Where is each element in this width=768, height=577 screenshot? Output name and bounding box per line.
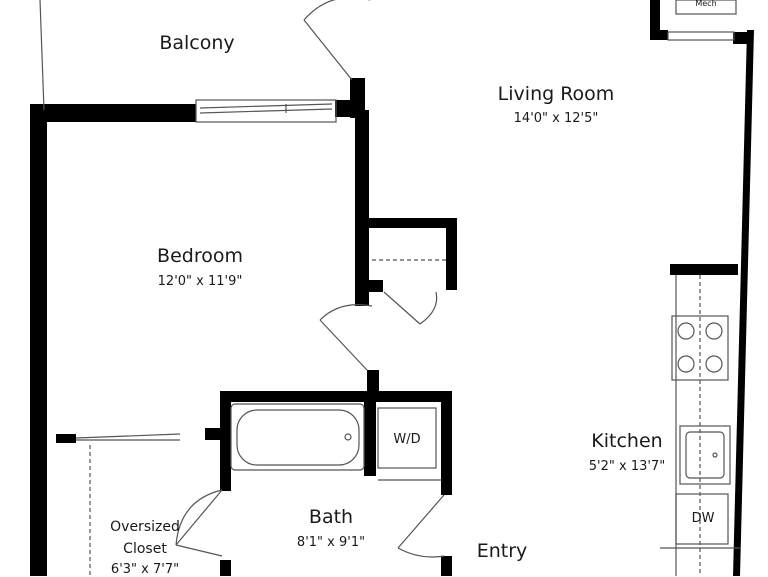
kitchen-sink: [679, 425, 731, 485]
wall-kitchen-top: [670, 264, 738, 275]
wall-bath-top: [220, 391, 452, 402]
bedroom-dims: 12'0" x 11'9": [157, 274, 243, 289]
thin-lines: [39, 0, 740, 576]
wall-closet-top: [369, 218, 457, 228]
wall-closet-left: [365, 280, 383, 292]
wall-bath-left: [220, 391, 231, 491]
bedroom-label: Bedroom: [157, 245, 243, 267]
wall-bath-pier: [367, 370, 379, 394]
dishwasher-box: [675, 493, 729, 545]
walls: [30, 0, 754, 576]
bath-dims: 8'1" x 9'1": [296, 535, 366, 550]
bath-label: Bath: [308, 506, 354, 528]
bath-left-door-swing: [175, 489, 223, 546]
wall-bedroom-top-left: [30, 104, 196, 122]
closet-label-line1: Oversized: [110, 519, 180, 535]
wall-bath-bottom-right: [441, 556, 452, 576]
living-room-dims: 14'0" x 12'5": [513, 111, 599, 126]
closet-label-line2: Closet: [123, 541, 167, 557]
wall-mech-bottom-left: [650, 30, 668, 40]
living-room-label: Living Room: [497, 83, 615, 105]
wall-closet-stub: [56, 434, 76, 443]
mech-window: [667, 31, 735, 41]
bathtub: [230, 403, 365, 471]
washer-dryer-label: W/D: [393, 432, 421, 447]
mech-label: Mech: [695, 0, 717, 8]
wall-mech-left: [650, 0, 660, 40]
bath-right-door-swing: [397, 494, 445, 558]
tub-drain: [344, 433, 352, 441]
balcony-rail: [39, 0, 45, 111]
wall-closet-right: [446, 218, 457, 290]
balcony-door-swing: [303, 0, 370, 81]
wall-bedroom-living: [355, 110, 369, 306]
wall-bath-left-stub: [205, 428, 223, 440]
wall-bath-right: [441, 391, 452, 495]
closet-rod: [75, 433, 181, 439]
bedroom-window: [195, 99, 337, 123]
closet-dims: 6'3" x 7'7": [110, 562, 180, 577]
washer-dryer-box: [377, 407, 437, 469]
closet-door-swing: [383, 291, 438, 325]
stove: [671, 315, 729, 381]
kitchen-label: Kitchen: [591, 430, 663, 452]
balcony-label: Balcony: [159, 32, 235, 54]
wall-bath-bottom-left: [220, 560, 231, 576]
bedroom-door-swing: [319, 304, 373, 371]
wall-balcony-pier: [350, 78, 365, 118]
mech-unit: [675, 0, 737, 15]
wall-mech-bottom-right: [733, 32, 747, 44]
kitchen-dims: 5'2" x 13'7": [588, 459, 666, 474]
dishwasher-label: DW: [691, 511, 715, 526]
entry-label: Entry: [476, 540, 528, 562]
wall-left-exterior: [30, 112, 47, 576]
wall-bath-divider: [364, 402, 376, 476]
wall-right-exterior: [733, 30, 754, 576]
